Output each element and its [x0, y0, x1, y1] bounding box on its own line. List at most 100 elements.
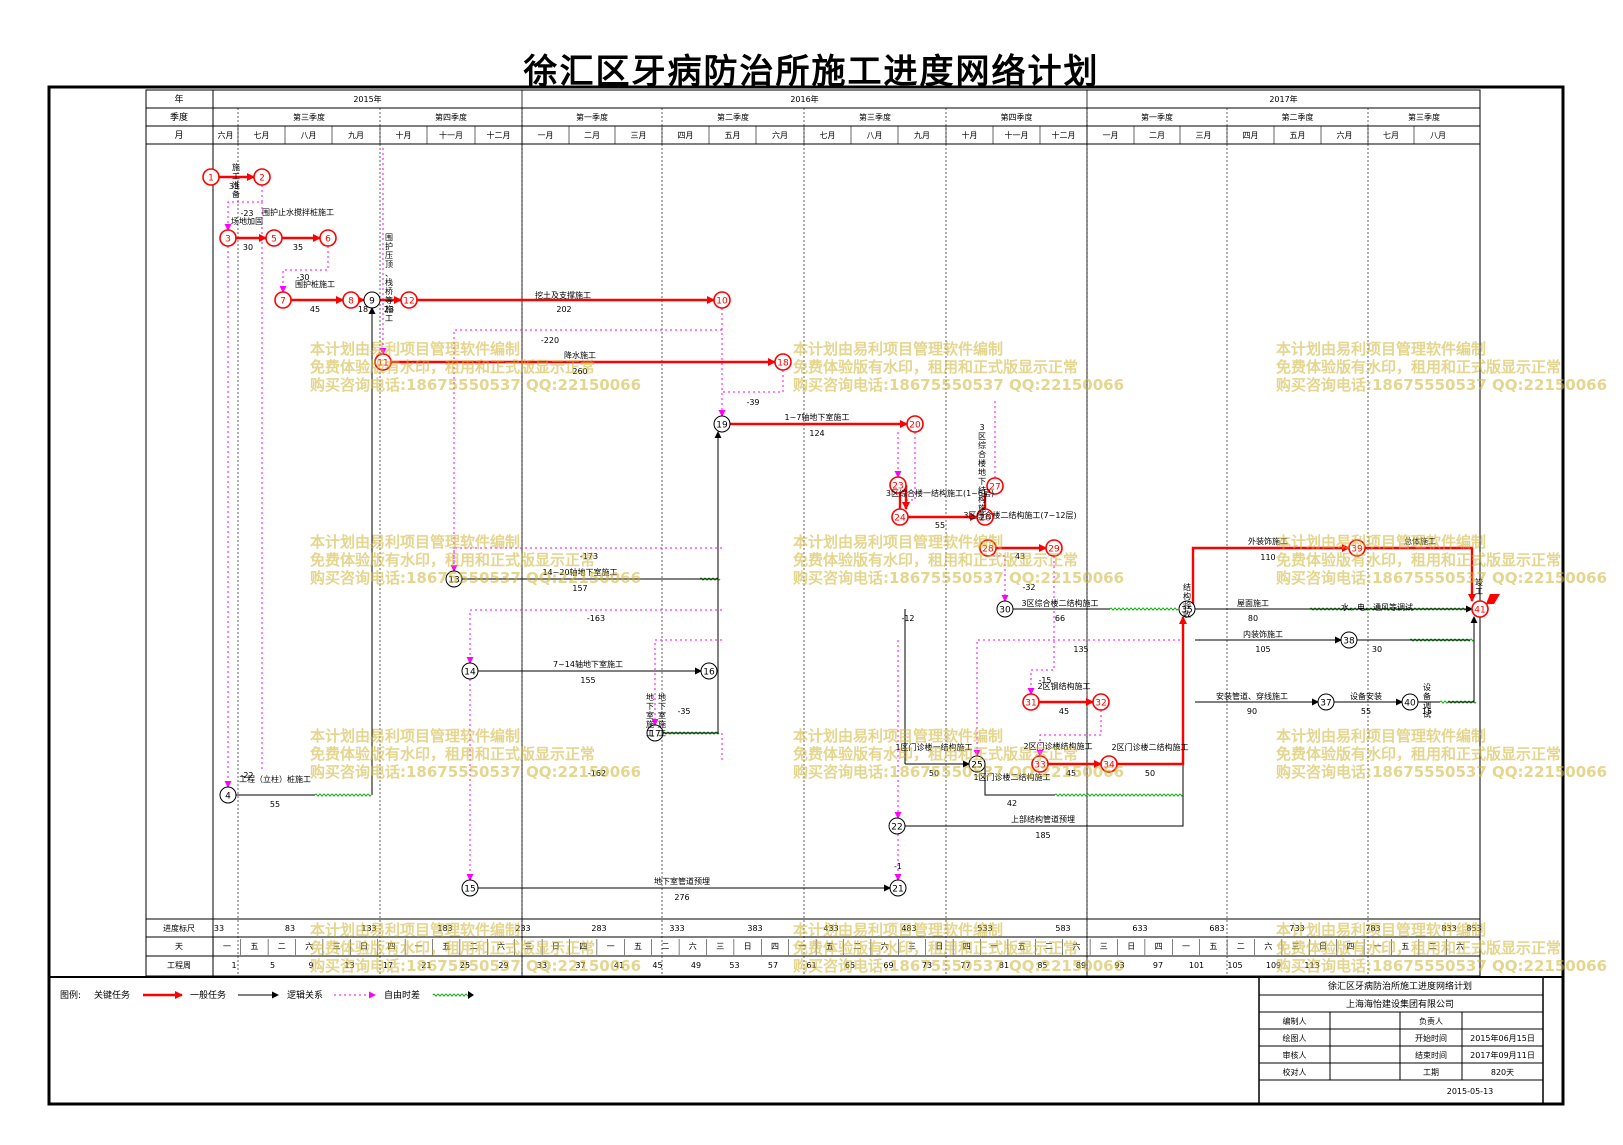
lag-value: -163 — [587, 614, 605, 623]
node-circle — [445, 570, 463, 588]
quarter-label: 第三季度 — [859, 112, 891, 122]
char: 综 — [978, 440, 986, 450]
node-number: 31 — [1025, 699, 1036, 709]
char: 下 — [658, 702, 666, 711]
week-label: 101 — [1189, 961, 1204, 970]
task-duration: 50 — [929, 769, 939, 778]
free-float-line — [314, 793, 372, 797]
weekday-label: 四 — [1155, 942, 1163, 951]
char: 护 — [385, 241, 393, 251]
lag-value: -15 — [1038, 676, 1051, 685]
title-block-company: 上海海怡建设集团有限公司 — [1346, 998, 1454, 1010]
lag-value: -1 — [894, 862, 902, 871]
task-duration: 42 — [1007, 799, 1017, 808]
node-number: 37 — [1320, 699, 1331, 709]
logic-line — [988, 555, 1009, 602]
task-duration: 55 — [935, 521, 945, 530]
weekday-label: 四 — [1346, 942, 1354, 951]
char: 施 — [232, 162, 240, 172]
char: 室 — [646, 710, 654, 720]
node-circle — [986, 477, 1004, 495]
weekday-label: 二 — [661, 942, 669, 951]
month-label: 六月 — [218, 130, 234, 140]
page-title: 徐汇区牙病防治所施工进度网络计划 — [523, 52, 1100, 92]
weekday-label: 六 — [305, 941, 313, 951]
scale-label: 383 — [747, 924, 762, 933]
scale-label: 133 — [361, 924, 376, 933]
task-name: 外装饰施工 — [1248, 536, 1288, 546]
month-label: 五月 — [1290, 131, 1306, 140]
task-duration: 45 — [1059, 707, 1069, 716]
node-number: 33 — [1034, 761, 1045, 771]
task-name: 1~7轴地下室施工 — [785, 412, 850, 422]
month-label: 二月 — [1149, 131, 1165, 140]
weekday-label: 六 — [689, 941, 697, 951]
lag-value: -30 — [296, 273, 309, 282]
char: 地 — [978, 467, 986, 477]
node-circle — [1401, 693, 1419, 711]
node-circle — [1178, 600, 1196, 618]
week-label: 61 — [806, 961, 816, 970]
task-name-vertical: 施工准备 — [232, 162, 240, 199]
weekday-label: 四 — [579, 942, 587, 951]
weekday-label: 一 — [607, 942, 615, 951]
node-circle — [713, 291, 731, 309]
task-duration: 185 — [1035, 831, 1050, 840]
node-circle — [1031, 755, 1049, 773]
scale-label: 483 — [901, 924, 916, 933]
task-name-vertical: 结构验收 — [1183, 582, 1191, 619]
node-number: 15 — [464, 885, 475, 895]
weekday-label: 五 — [250, 942, 258, 951]
char: 区 — [978, 432, 986, 441]
month-label: 十二月 — [487, 130, 511, 140]
title-block-cell: 编制人 — [1283, 1016, 1307, 1026]
lag-value: -23 — [240, 209, 253, 218]
task-duration: 155 — [580, 676, 595, 685]
node-circle — [374, 353, 392, 371]
month-label: 一月 — [538, 131, 554, 140]
node-circle — [1100, 755, 1118, 773]
weekday-label: 五 — [826, 942, 834, 951]
task-name: 2区门诊楼结构施工 — [1023, 741, 1092, 751]
task-duration: 23 — [384, 305, 394, 314]
title-block-cell: 2017年09月11日 — [1470, 1050, 1535, 1060]
weekday-label: 日 — [552, 942, 560, 951]
legend-float-arrow — [468, 991, 474, 999]
task-line — [663, 431, 722, 734]
node-number: 12 — [403, 297, 414, 307]
task-name: 场地加固 — [231, 216, 263, 226]
week-label: 89 — [1076, 961, 1086, 970]
task-name: 内装饰施工 — [1243, 629, 1283, 639]
char: 结 — [978, 485, 986, 495]
task-name-vertical: 地下室施工 — [646, 692, 654, 738]
title-block-cell: 820天 — [1491, 1068, 1514, 1077]
node-number: 24 — [894, 514, 906, 524]
weekday-label: 六 — [881, 941, 889, 951]
month-label: 六月 — [772, 130, 788, 140]
task-duration: 66 — [1055, 614, 1065, 623]
task-duration: 157 — [572, 584, 587, 593]
task-duration: 110 — [1260, 553, 1275, 562]
month-label: 四月 — [1243, 131, 1259, 140]
node-circle — [996, 600, 1014, 618]
month-label: 十一月 — [1005, 130, 1029, 140]
week-label: 9 — [308, 961, 313, 970]
char: 构 — [978, 494, 986, 504]
month-label: 七月 — [820, 131, 836, 140]
char: 压 — [385, 251, 393, 260]
scale-label: 433 — [823, 924, 838, 933]
weekday-label: 五 — [1209, 942, 1217, 951]
weekday-label: 二 — [1429, 942, 1437, 951]
lag-value: -220 — [541, 336, 559, 345]
task-name: 2区门诊楼二结构施工 — [1111, 742, 1188, 752]
task-name: 2区钢结构施工 — [1037, 681, 1090, 691]
node-circle — [1340, 631, 1358, 649]
week-label: 33 — [537, 961, 547, 970]
header-row-label: 季度 — [170, 111, 188, 123]
quarter-label: 第三季度 — [1408, 112, 1440, 122]
title-block-cell: 结束时间 — [1415, 1050, 1447, 1060]
node-circle — [889, 476, 907, 494]
task-duration: 30 — [1372, 645, 1382, 654]
